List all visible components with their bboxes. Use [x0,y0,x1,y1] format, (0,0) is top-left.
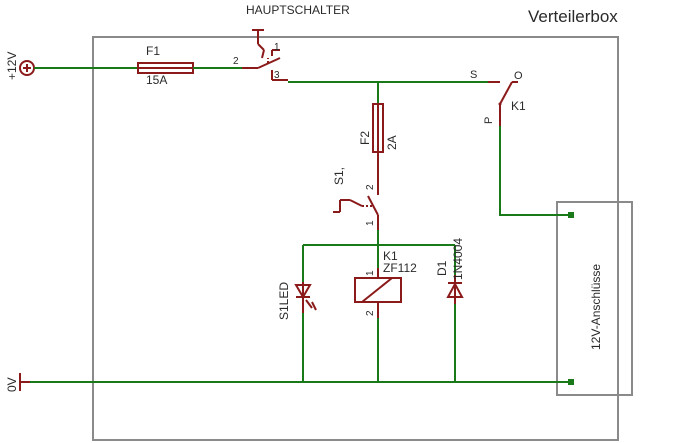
switch-s1-pin2: 2 [365,184,376,190]
switch-s1-name: S1, [332,167,346,185]
fuse-f1-value: 15A [146,73,167,87]
relay-coil-type: ZF112 [383,261,417,275]
connector-box [556,201,633,396]
switch-s1-pin1: 1 [365,220,376,226]
supply-ground-label: 0V [5,377,19,392]
ground-terminal [19,373,30,391]
relay-coil-pin2: 2 [365,310,376,316]
relay-contact-o: O [514,70,523,82]
supply-plus-label: +12V [5,52,19,80]
main-switch-pin3: 3 [274,70,280,81]
fuse-f2-name: F2 [358,131,372,145]
fuse-f1-name: F1 [146,44,160,58]
led-label: S1LED [277,282,291,320]
main-switch-pin2: 2 [233,56,239,67]
switch-s1 [333,175,379,230]
connector-label: 12V-Anschlüsse [589,264,603,350]
wire-relay-connector [499,126,571,216]
fuse-f2-value: 2A [385,135,399,150]
main-switch-pin1: 1 [274,42,280,53]
diode-name: D1 [435,260,449,276]
relay-contact-p: P [483,117,495,124]
connector-pin-plus [568,212,574,218]
relay-contact-s: S [470,69,477,81]
led-s1led [294,282,317,313]
connector-pin-ground [568,379,574,385]
diode-type: 1N4004 [451,238,465,280]
fuse-f2 [372,103,384,175]
relay-contact-k1 [488,81,518,126]
relay-coil-k1 [354,268,402,318]
relay-contact-name: K1 [511,99,526,113]
main-switch [242,29,288,81]
relay-coil-name: K1 [383,249,398,263]
distribution-box-frame [92,36,619,441]
main-switch-title: HAUPTSCHALTER [246,3,350,17]
fuse-f1 [137,62,194,74]
diode-d1 [446,275,464,304]
supply-plus-terminal [19,60,35,76]
relay-coil-pin1: 1 [365,270,376,276]
diagram-title: Verteilerbox [528,7,618,26]
